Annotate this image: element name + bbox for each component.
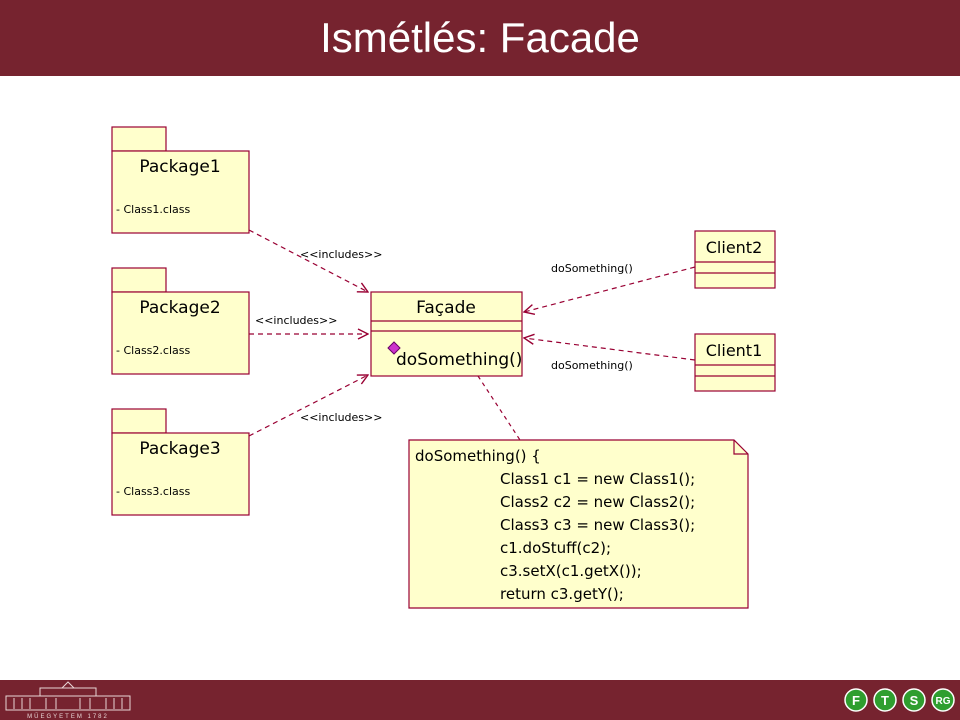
- client-2-class: Client2: [694, 230, 776, 289]
- badge-rg-icon: RG: [931, 688, 955, 712]
- package-3-name: Package3: [139, 439, 220, 459]
- facade-class: Façade doSomething(): [370, 291, 523, 377]
- package-2: Package2 - Class2.class: [111, 267, 250, 375]
- note-line-1: doSomething() {: [415, 447, 541, 465]
- note-line-3: Class2 c2 = new Class2();: [500, 493, 695, 511]
- include-label-2: <<includes>>: [255, 314, 337, 327]
- client-1-class: Client1: [694, 333, 776, 392]
- badge-t-label: T: [881, 693, 889, 708]
- package-3-member: - Class3.class: [116, 485, 190, 498]
- call-label-client-2: doSomething(): [551, 262, 633, 275]
- include-label-1: <<includes>>: [300, 248, 382, 261]
- package-1-name: Package1: [139, 157, 220, 177]
- code-note: doSomething() { Class1 c1 = new Class1()…: [408, 439, 749, 609]
- note-line-2: Class1 c1 = new Class1();: [500, 470, 695, 488]
- badge-f-icon: F: [844, 688, 868, 712]
- university-building-logo: [5, 681, 131, 711]
- include-dependency-3: [248, 375, 368, 437]
- badge-f-label: F: [852, 693, 860, 708]
- title-bar: [0, 0, 960, 76]
- call-label-client-1: doSomething(): [551, 359, 633, 372]
- package-1-member: - Class1.class: [116, 203, 190, 216]
- note-line-6: c3.setX(c1.getX());: [500, 562, 642, 580]
- package-2-name: Package2: [139, 298, 220, 318]
- package-2-member: - Class2.class: [116, 344, 190, 357]
- note-line-4: Class3 c3 = new Class3();: [500, 516, 695, 534]
- slide-title: Ismétlés: Facade: [320, 14, 640, 61]
- badge-s-icon: S: [902, 688, 926, 712]
- note-line-5: c1.doStuff(c2);: [500, 539, 611, 557]
- client-1-name: Client1: [706, 341, 763, 360]
- note-anchor-line: [477, 375, 521, 441]
- footer-bar: [0, 680, 960, 720]
- note-line-7: return c3.getY();: [500, 585, 624, 603]
- badge-t-icon: T: [873, 688, 897, 712]
- client-2-name: Client2: [706, 238, 763, 257]
- include-dependency-1: [248, 229, 368, 292]
- university-logo-caption: MŰEGYETEM 1782: [27, 713, 109, 720]
- call-dependency-client-1: [524, 338, 696, 361]
- call-dependency-client-2: [524, 266, 696, 312]
- footer-graphics: MŰEGYETEM 1782 F T S RG: [5, 681, 955, 720]
- badge-rg-label: RG: [936, 696, 951, 707]
- include-label-3: <<includes>>: [300, 411, 382, 424]
- public-operation-icon: [387, 341, 401, 355]
- package-1: Package1 - Class1.class: [111, 126, 250, 234]
- package-3: Package3 - Class3.class: [111, 408, 250, 516]
- facade-operation: doSomething(): [396, 350, 522, 370]
- facade-class-name: Façade: [416, 298, 476, 318]
- badge-s-label: S: [910, 693, 919, 708]
